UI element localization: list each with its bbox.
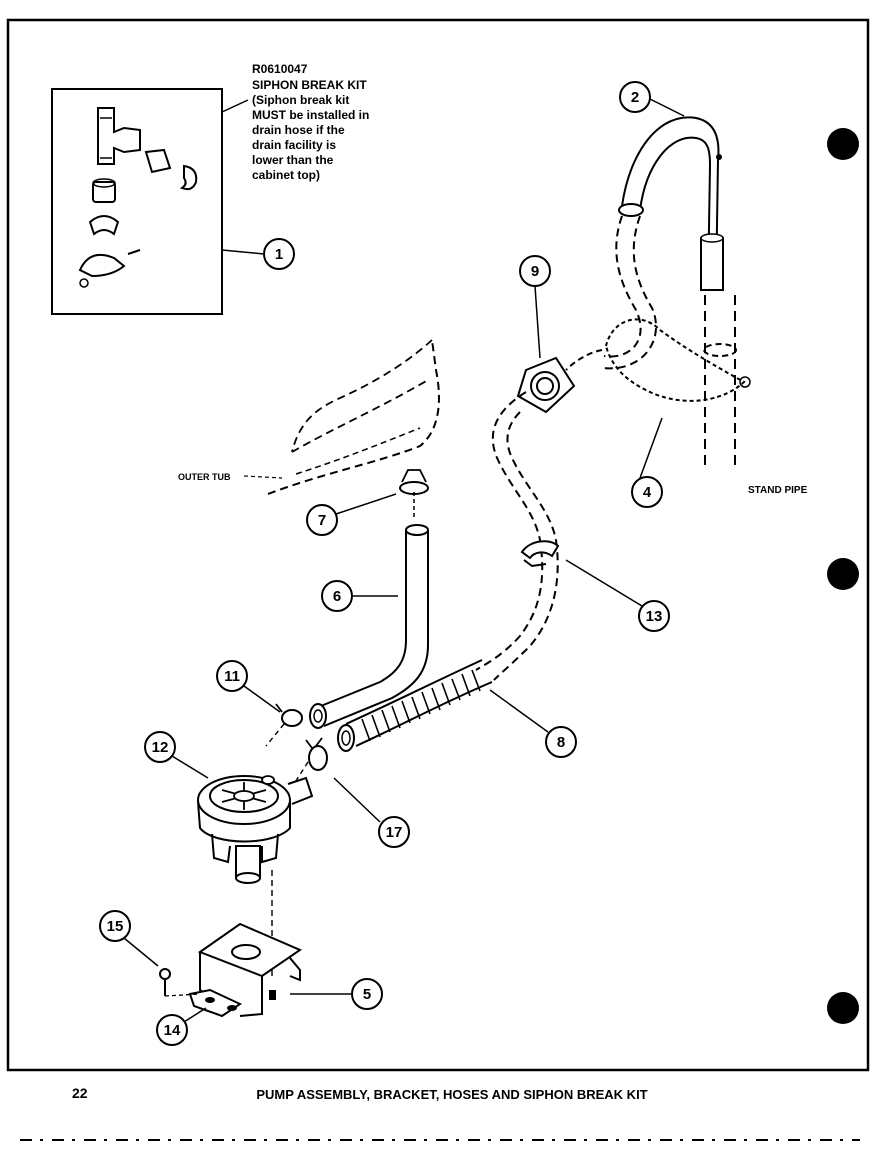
drain-hose-upper-run [475,391,559,681]
callout-2 [619,81,651,113]
bracket-clamp-icon [78,254,126,278]
callout-17-number: 17 [386,824,403,841]
kit-title: SIPHON BREAK KIT [252,78,367,92]
callout-4 [631,476,663,508]
part-13-hose-clamp [520,540,560,568]
callout-8 [545,726,577,758]
hook-insert-icon [700,237,724,291]
kit-note-line: lower than the [252,153,334,167]
hose-clamp-icon [88,215,120,236]
kit-note-line: cabinet top) [252,168,320,182]
part-15-screw [159,968,201,997]
binder-hole-top [827,128,859,160]
screw-small-icon [127,249,141,255]
kit-note-line: MUST be installed in [252,108,369,122]
callout-12 [144,731,176,763]
hose-end-icon [618,203,644,217]
callout-4-number: 4 [643,484,652,501]
small-clamp-icon [179,164,198,191]
kit-note-line: drain facility is [252,138,336,152]
callout-9-number: 9 [531,263,539,280]
part-14-pump-bracket [188,922,303,1018]
callout-6 [321,580,353,612]
callout-13-number: 13 [646,608,663,625]
callout-15-number: 15 [107,918,124,935]
callouts: 1 2 4 5 6 7 8 9 11 12 [99,81,685,1046]
part-8-corrugated-drain-hose [337,659,493,752]
callout-13 [638,600,670,632]
callout-5-number: 5 [363,986,371,1003]
callout-7-number: 7 [318,512,326,529]
callout-17 [378,816,410,848]
outer-tub: OUTER TUB [178,339,440,495]
callout-1 [263,238,295,270]
binder-hole-middle [827,558,859,590]
kit-part-number: R0610047 [252,62,308,76]
callout-5 [351,978,383,1010]
callout-7 [306,504,338,536]
page-number: 22 [72,1085,88,1101]
kit-note-line: (Siphon break kit [252,93,349,107]
part-11-clamp [275,703,303,727]
callout-15 [99,910,131,942]
outer-tub-label: OUTER TUB [178,472,231,482]
part-17-clamp [305,737,328,771]
stand-pipe-label: STAND PIPE [748,485,808,496]
callout-12-number: 12 [152,739,169,756]
callout-1-number: 1 [275,246,283,263]
callout-8-number: 8 [557,734,565,751]
part-7-clamp [399,469,429,520]
binder-hole-bottom [827,992,859,1024]
part-12-pump [197,775,314,884]
bushing-icon [92,181,116,203]
callout-14 [156,1014,188,1046]
part-4-hose-strap [604,318,751,402]
part-2-drain-hose-hook [603,116,724,370]
siphon-break-kit-inset: R0610047 SIPHON BREAK KIT (Siphon break … [51,62,369,315]
callout-11-number: 11 [224,668,240,685]
t-fitting-icon [97,107,141,165]
kit-note-line: drain hose if the [252,123,345,137]
page-frame [6,18,870,1072]
callout-2-number: 2 [631,89,639,106]
part-5-screw [269,990,276,1000]
kit-leader-line [221,99,249,113]
callout-11 [216,660,248,692]
callout-6-number: 6 [333,588,341,605]
part-6-elbow-hose [309,524,429,729]
page-caption: PUMP ASSEMBLY, BRACKET, HOSES AND SIPHON… [256,1087,647,1102]
stand-pipe: STAND PIPE [703,295,808,496]
callout-14-number: 14 [164,1022,181,1039]
screw-icon [79,278,89,288]
coupling-icon [144,148,172,174]
callout-9 [519,255,551,287]
part-9-hose-adapter [516,349,603,414]
kit-box [51,88,223,315]
